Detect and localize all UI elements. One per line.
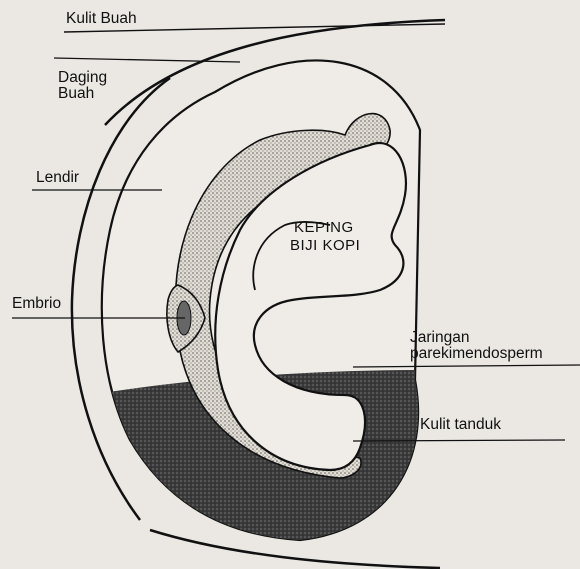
label-embrio: Embrio: [12, 296, 61, 311]
label-lendir: Lendir: [36, 170, 79, 185]
label-keping-2: BIJI KOPI: [290, 236, 360, 255]
label-keping-1: KEPING: [294, 218, 354, 237]
label-daging-buah-1: Daging: [58, 70, 107, 85]
label-kulit-tanduk: Kulit tanduk: [420, 417, 501, 432]
label-kulit-buah: Kulit Buah: [66, 11, 137, 26]
label-daging-buah-2: Buah: [58, 86, 94, 101]
label-jaringan-1: Jaringan: [410, 330, 469, 345]
label-jaringan-2: parekimendosperm: [410, 346, 543, 361]
